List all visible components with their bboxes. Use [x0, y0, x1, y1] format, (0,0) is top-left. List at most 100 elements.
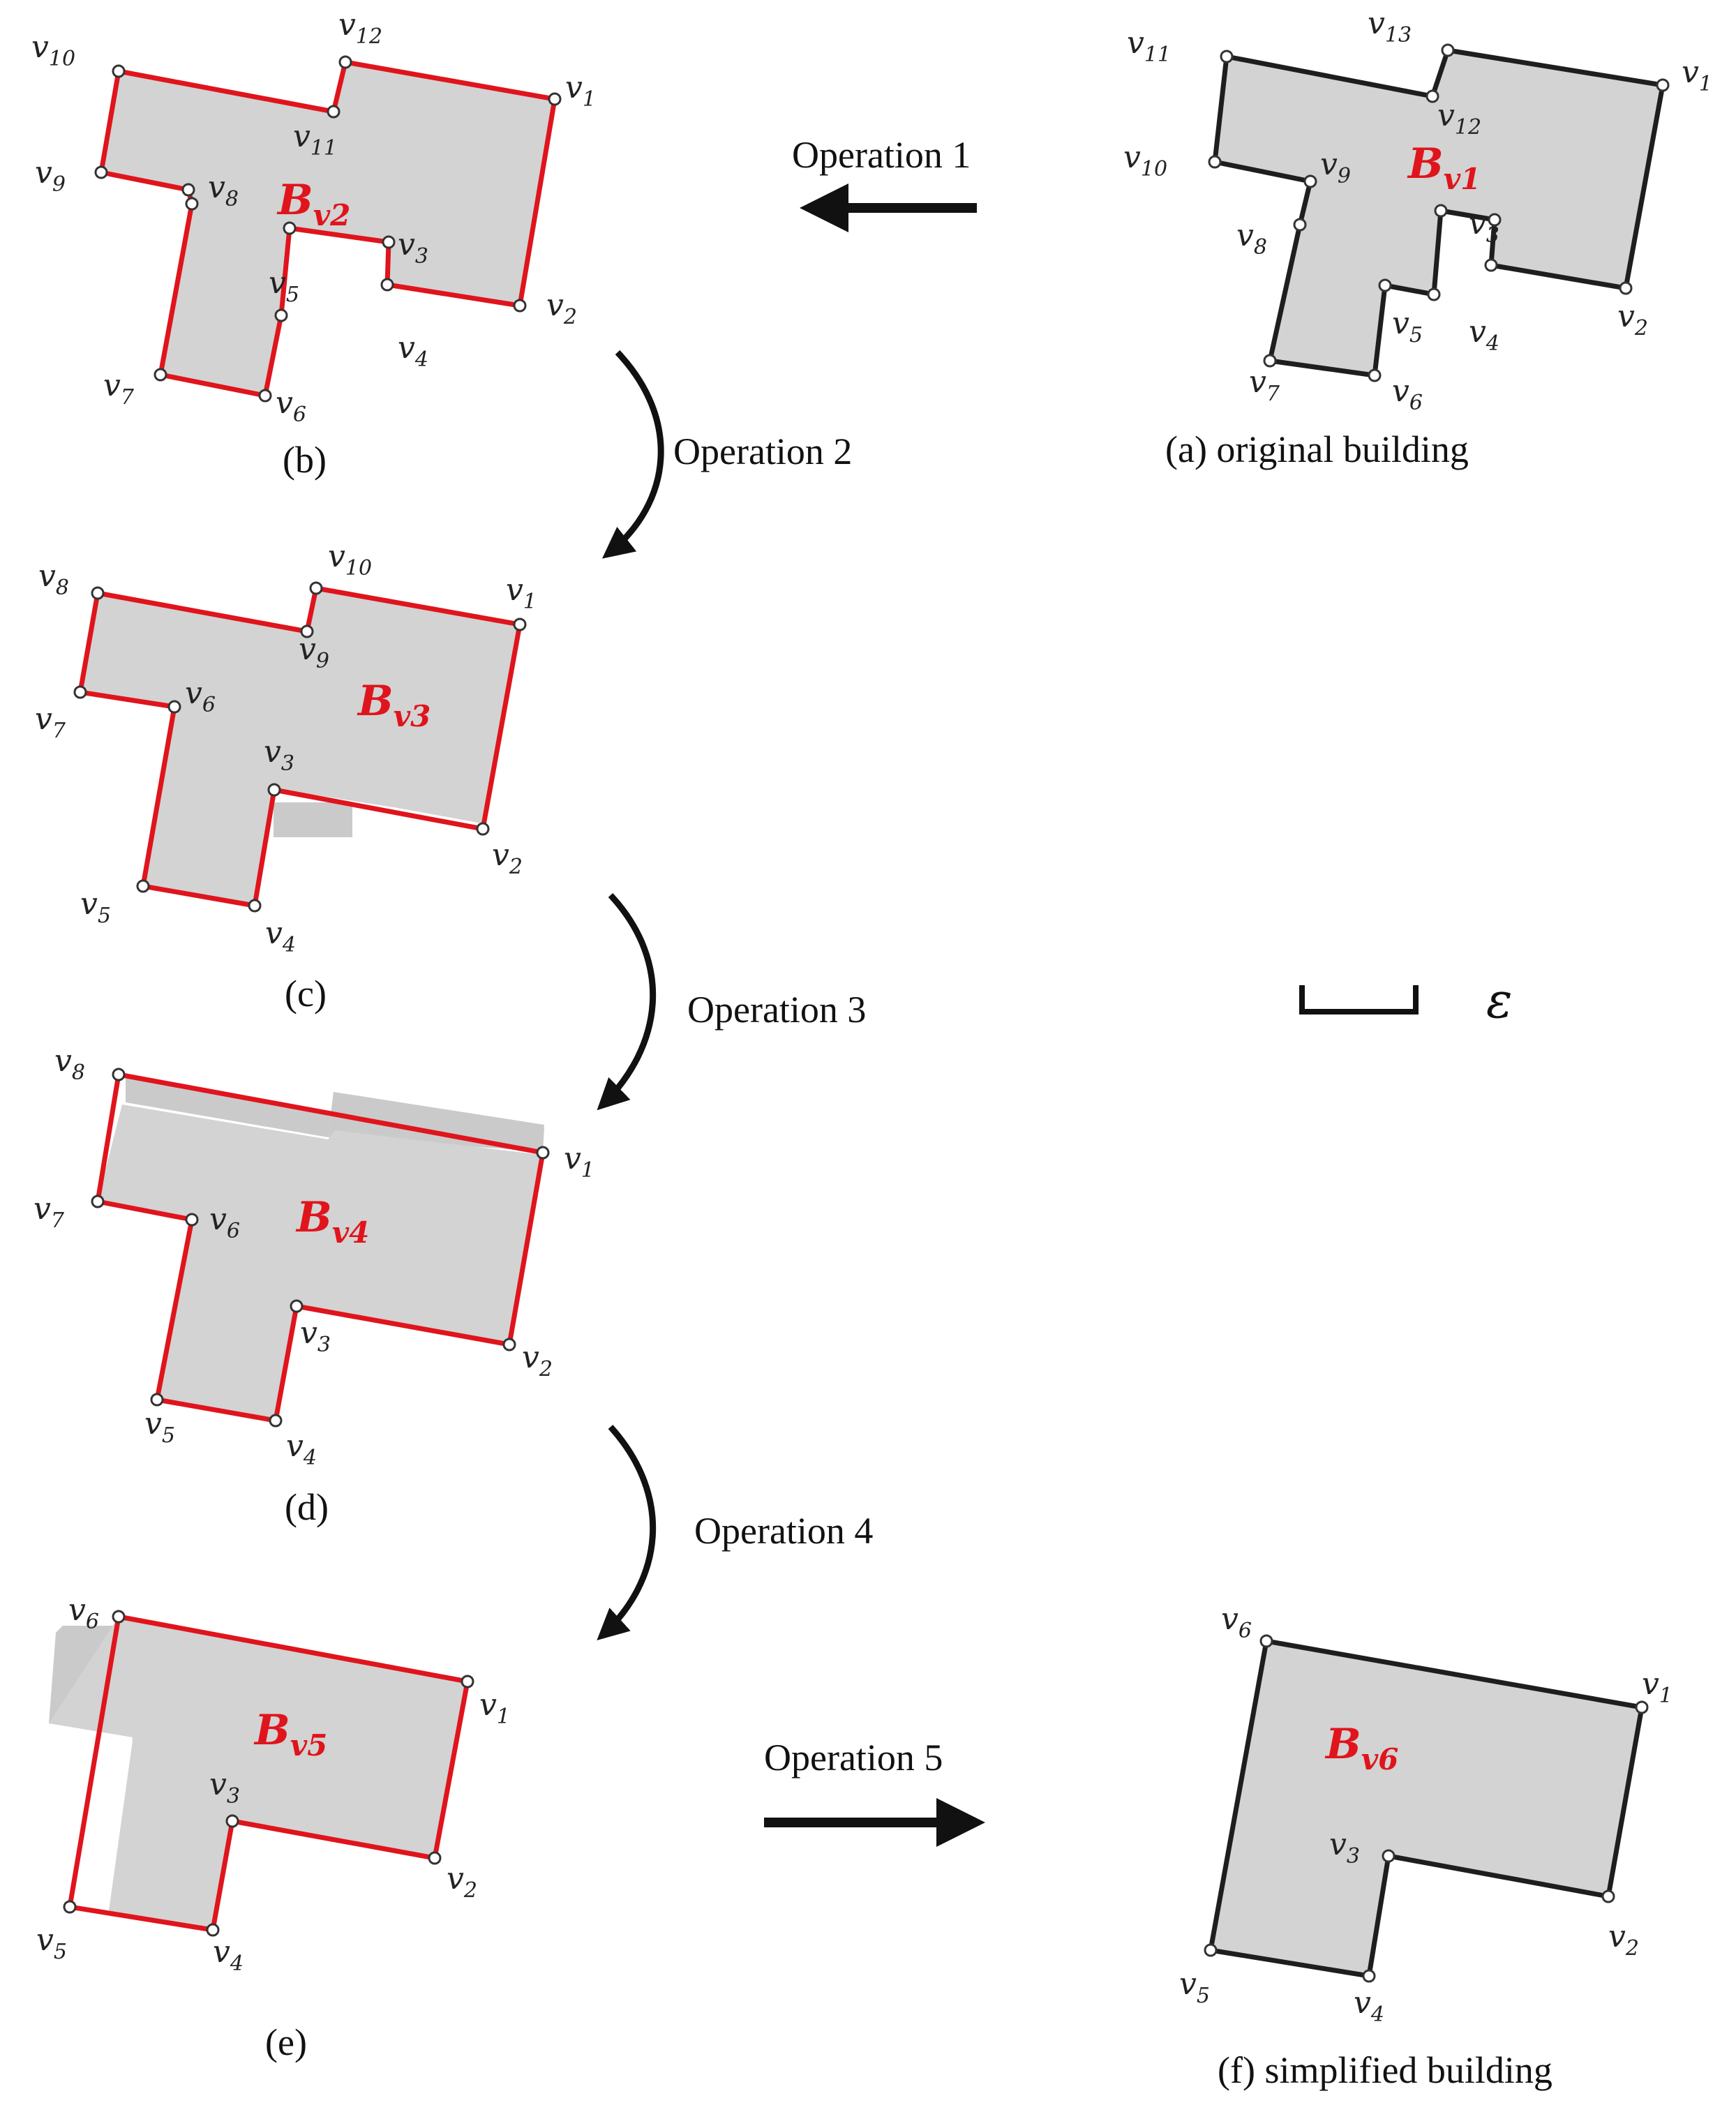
tolerance-scale: ε	[1299, 972, 1513, 1029]
vertex-label-a-9: v9	[1320, 147, 1351, 188]
vertex-marker	[154, 368, 167, 382]
panel-e-vertices	[63, 1610, 474, 1937]
caption-a: (a) original building	[1165, 428, 1469, 470]
vertex-label-a-10: v10	[1123, 140, 1167, 181]
panel-c-vertices	[73, 581, 527, 913]
panel-e-gap	[77, 1737, 133, 1915]
vertex-marker	[502, 1338, 516, 1351]
vertex-label-d-6: v6	[209, 1201, 240, 1243]
panel-f: v1 v2 v3 v4 v5 v6 Bv6 (f) simplified bui…	[1179, 1601, 1673, 2091]
panel-b-vertices	[94, 55, 562, 403]
vertex-label-b-12: v12	[338, 7, 382, 49]
vertex-marker	[513, 617, 527, 631]
panel-d: v1 v2 v3 v4 v5 v6 v7 v8 Bv4 (d)	[33, 1043, 594, 1528]
operation-2: Operation 2	[601, 350, 852, 559]
vertex-marker	[380, 278, 394, 292]
vertex-label-f-1: v1	[1642, 1666, 1673, 1708]
vertex-label-a-8: v8	[1236, 218, 1267, 260]
operation-4-label: Operation 4	[694, 1510, 873, 1552]
vertex-marker	[548, 92, 562, 106]
vertex-marker	[1601, 1889, 1615, 1903]
vertex-marker	[461, 1675, 474, 1689]
panel-f-vertices	[1204, 1634, 1649, 1983]
vertex-label-c-7: v7	[35, 701, 66, 743]
operation-5: Operation 5	[764, 1737, 985, 1847]
vertex-label-c-6: v6	[185, 675, 216, 717]
vertex-label-f-3: v3	[1329, 1827, 1360, 1869]
vertex-label-d-2: v2	[522, 1340, 553, 1382]
panel-a-vertex-labels: v1 v2 v3 v4 v5 v6 v7 v8 v9 v10 v11 v12 v…	[1123, 6, 1712, 415]
vertex-label-e-2: v2	[447, 1861, 477, 1903]
vertex-label-d-8: v8	[54, 1043, 85, 1085]
vertex-label-d-7: v7	[33, 1191, 65, 1233]
vertex-label-c-1: v1	[506, 572, 537, 614]
caption-e: (e)	[265, 2021, 307, 2063]
vertex-label-e-3: v3	[209, 1767, 240, 1809]
vertex-marker	[91, 586, 105, 600]
operation-3-label: Operation 3	[687, 989, 866, 1031]
vertex-label-c-4: v4	[265, 915, 296, 957]
vertex-label-a-6: v6	[1392, 373, 1423, 415]
vertex-marker	[327, 105, 341, 119]
vertex-label-f-5: v5	[1179, 1966, 1210, 2008]
vertex-marker	[267, 783, 281, 797]
panel-c: v1 v2 v3 v4 v5 v6 v7 v8 v9 v10 Bv3 (c)	[35, 539, 537, 1014]
vertex-label-b-10: v10	[31, 29, 75, 71]
vertex-marker	[269, 1414, 283, 1428]
vertex-marker	[338, 55, 352, 69]
vertex-marker	[206, 1923, 220, 1937]
panel-d-vertices	[91, 1068, 550, 1428]
vertex-marker	[1293, 218, 1307, 232]
vertex-marker	[91, 1195, 105, 1208]
vertex-marker	[112, 64, 126, 78]
tolerance-symbol: ε	[1486, 972, 1513, 1029]
operation-1-label: Operation 1	[792, 134, 971, 176]
vertex-label-e-5: v5	[36, 1922, 67, 1964]
vertex-label-e-1: v1	[479, 1687, 510, 1729]
vertex-label-a-7: v7	[1249, 364, 1280, 406]
vertex-marker	[167, 700, 181, 714]
building-name-d: Bv4	[295, 1193, 369, 1250]
operation-4-arrow	[597, 1424, 657, 1641]
vertex-marker	[1259, 1634, 1273, 1648]
vertex-label-a-2: v2	[1617, 299, 1648, 340]
vertex-marker	[258, 389, 272, 403]
vertex-marker	[1208, 155, 1222, 169]
vertex-marker	[1488, 213, 1502, 227]
panel-a: v1 v2 v3 v4 v5 v6 v7 v8 v9 v10 v11 v12 v…	[1123, 6, 1712, 470]
vertex-label-c-2: v2	[492, 837, 523, 879]
vertex-marker	[274, 308, 288, 322]
vertex-marker	[1656, 78, 1670, 92]
vertex-marker	[1303, 174, 1317, 188]
building-name-f: Bv6	[1324, 1720, 1398, 1776]
vertex-label-e-6: v6	[68, 1592, 99, 1634]
vertex-marker	[1204, 1943, 1218, 1957]
vertex-label-f-2: v2	[1608, 1919, 1639, 1961]
vertex-marker	[1263, 354, 1277, 368]
vertex-label-c-10: v10	[328, 539, 372, 581]
vertex-label-d-1: v1	[564, 1141, 594, 1183]
vertex-marker	[382, 235, 396, 249]
operation-2-arrow	[601, 350, 664, 559]
panel-b-vertex-labels: v1 v2 v3 v4 v5 v6 v7 v8 v9 v10 v11 v12	[31, 7, 596, 427]
vertex-label-c-5: v5	[80, 886, 111, 928]
vertex-marker	[1426, 89, 1439, 103]
panel-c-building-fill	[80, 588, 518, 907]
vertex-label-d-4: v4	[286, 1428, 317, 1470]
vertex-marker	[73, 685, 87, 699]
building-name-a: Bv1	[1407, 140, 1481, 196]
panel-d-vertex-labels: v1 v2 v3 v4 v5 v6 v7 v8	[33, 1043, 594, 1470]
panel-f-building-shape	[1208, 1638, 1645, 1979]
panel-c-vertex-labels: v1 v2 v3 v4 v5 v6 v7 v8 v9 v10	[35, 539, 537, 957]
vertex-marker	[185, 197, 199, 211]
caption-c: (c)	[285, 973, 327, 1014]
caption-d: (d)	[285, 1486, 329, 1528]
vertex-marker	[181, 183, 195, 197]
vertex-marker	[94, 165, 108, 179]
panel-c-residual	[274, 802, 352, 837]
vertex-marker	[1441, 43, 1455, 57]
panel-e: v1 v2 v3 v4 v5 v6 Bv5 (e)	[36, 1592, 510, 2063]
vertex-label-c-3: v3	[264, 734, 294, 776]
vertex-label-a-3: v3	[1469, 206, 1499, 248]
